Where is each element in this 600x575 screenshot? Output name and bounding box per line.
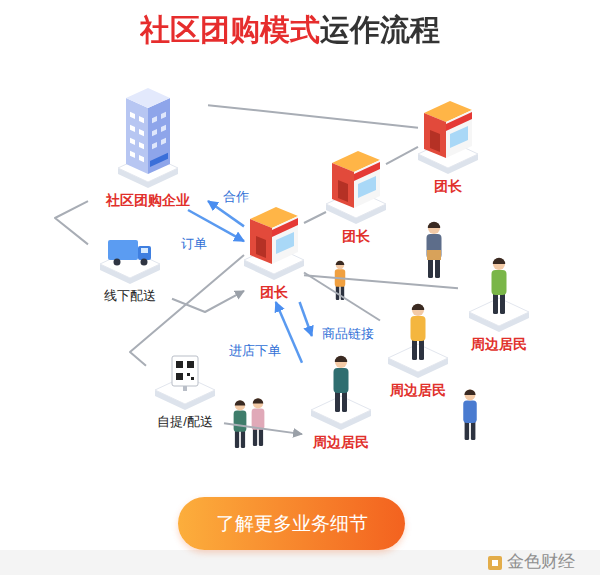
icon-node: 团长 [244, 200, 304, 302]
resident-figure [334, 356, 349, 412]
flow-connector [208, 105, 418, 128]
window [161, 125, 166, 132]
icon-node: 团长 [418, 96, 478, 196]
qr-block [187, 361, 194, 368]
platform [311, 396, 371, 430]
watermark-logo [488, 556, 502, 570]
node-label: 团长 [342, 227, 370, 245]
shop-icon [250, 207, 298, 264]
action-button: 了解更多业务细节 [178, 497, 405, 550]
node-label: 团长 [260, 283, 288, 301]
qr-block [176, 361, 183, 368]
office-building [126, 88, 170, 174]
node-label: 周边居民 [390, 381, 446, 399]
truck-cargo [108, 240, 138, 260]
window [139, 155, 144, 162]
window [152, 116, 157, 123]
window [139, 116, 144, 123]
shop-icon [332, 151, 380, 208]
delivery-truck [108, 240, 151, 266]
flow-connector [300, 302, 312, 336]
qr-card [172, 356, 198, 386]
node-label: 团长 [434, 177, 462, 195]
icon-node: 周边居民 [458, 250, 540, 354]
resident-figure [411, 304, 426, 360]
window [130, 138, 135, 145]
platform [469, 298, 529, 332]
icon-node: 周边居民 [302, 336, 380, 452]
truck-window [141, 248, 148, 253]
diagram-title: 社区团购模式运作流程 [140, 10, 440, 50]
connector-label: 进店下单 [227, 342, 283, 359]
icon-node: 周边居民 [380, 296, 456, 400]
connector-label: 商品链接 [320, 325, 376, 342]
qr-block [187, 373, 190, 376]
logo-square [488, 556, 502, 570]
shop-icon [424, 101, 472, 158]
truck-wheel [141, 259, 148, 266]
window [139, 129, 144, 136]
flow-connector [55, 201, 88, 244]
title-block: 社区团购模式运作流程 [0, 10, 580, 50]
building-front [148, 98, 170, 174]
resident-figure [492, 258, 507, 314]
window [130, 125, 135, 132]
connector-label-box: 商品链接 [320, 324, 376, 342]
window [139, 142, 144, 149]
logo-inner [492, 560, 498, 566]
node-label: 自提/配送 [157, 413, 213, 431]
flow-connector [224, 423, 302, 434]
platform [388, 344, 448, 378]
window [152, 129, 157, 136]
node-label: 了解更多业务细节 [216, 512, 368, 536]
connector-label: 合作 [221, 188, 251, 205]
truck-wheel [114, 259, 121, 266]
node-label: 社区团购企业 [106, 191, 190, 209]
icon-node: 线下配送 [88, 228, 172, 306]
flow-connector [386, 147, 418, 164]
connector-label-box: 订单 [179, 234, 209, 252]
window [161, 138, 166, 145]
truck-cab [138, 246, 151, 260]
resident-figure [463, 389, 477, 440]
courier-figure [427, 222, 442, 278]
building-side [126, 98, 148, 174]
icon-node: 社区团购企业 [88, 82, 208, 210]
building-sign [150, 153, 168, 167]
parcel-box [427, 250, 441, 260]
connector-label-box: 合作 [221, 187, 251, 205]
footer-band [0, 550, 600, 575]
connector-label-box: 进店下单 [227, 341, 283, 359]
window [130, 151, 135, 158]
qr-code-stand [172, 356, 198, 391]
qr-block [191, 377, 194, 380]
node-label: 周边居民 [313, 433, 369, 451]
watermark-box: 金色财经 [507, 551, 575, 573]
node-label: 周边居民 [471, 335, 527, 353]
flow-connector [172, 291, 244, 312]
icon-node: 团长 [326, 146, 386, 246]
qr-block [176, 373, 183, 380]
window [161, 112, 166, 119]
window [152, 142, 157, 149]
building-roof [126, 88, 170, 108]
window [130, 112, 135, 119]
node-label: 线下配送 [104, 287, 156, 305]
flow-connector [304, 273, 380, 321]
resident-figure [252, 398, 265, 446]
flow-connector [304, 212, 326, 223]
connector-label: 订单 [179, 235, 209, 252]
watermark: 金色财经 [507, 552, 575, 571]
icon-node: 自提/配送 [146, 350, 224, 432]
